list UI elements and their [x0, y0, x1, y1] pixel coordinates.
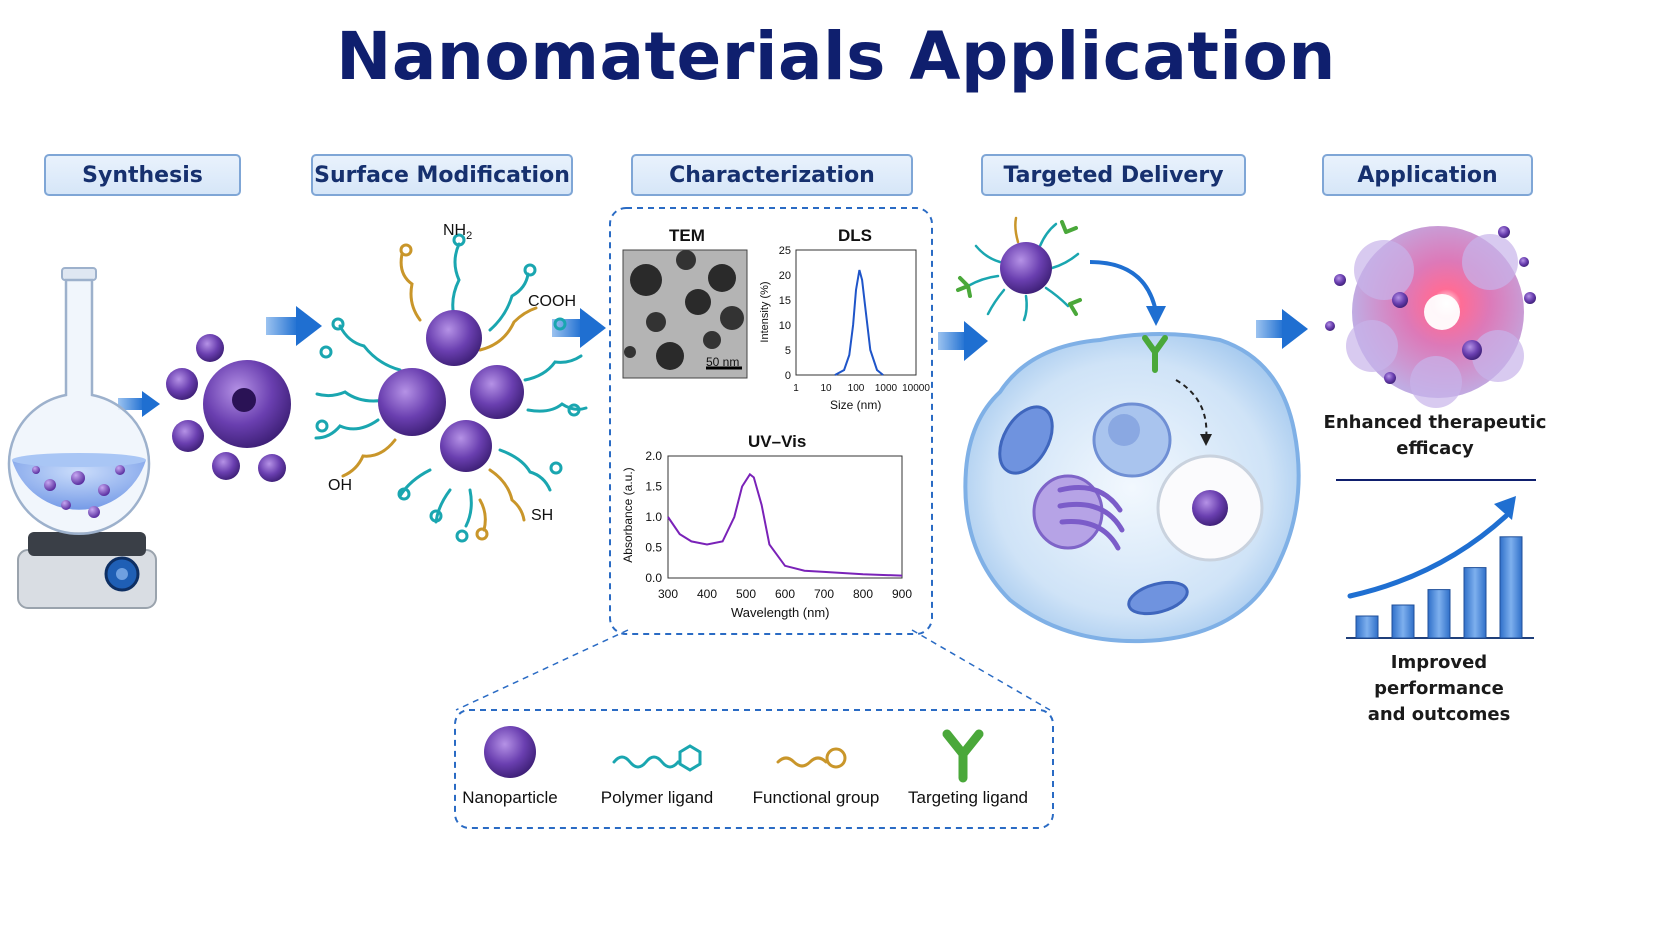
uvvis-ytick-label: 1.5 [645, 480, 662, 494]
uvvis-ytick-label: 2.0 [645, 449, 662, 463]
label-cooh: COOH [528, 293, 576, 310]
performance-line-2: and outcomes [1367, 704, 1511, 725]
uvvis-ytick-label: 0.5 [645, 541, 662, 555]
performance-bar [1355, 615, 1379, 639]
legend-label-functional: Functional group [752, 788, 880, 807]
dls-ytick-label: 15 [779, 295, 791, 307]
stage-characterization: Characterization [631, 154, 913, 196]
performance-bar [1391, 604, 1415, 639]
dls-chart: 0 5 10 15 20 25 1 10 100 1000 10000 [779, 245, 931, 394]
dls-xtick-label: 1000 [875, 383, 898, 394]
efficacy-line-2: efficacy [1396, 438, 1474, 459]
performance-text: Improved performance and outcomes [1324, 650, 1554, 728]
stage-targeted-delivery: Targeted Delivery [981, 154, 1246, 196]
legend-label-polymer: Polymer ligand [600, 788, 714, 807]
performance-line-1: Improved performance [1374, 652, 1504, 699]
dls-xtick-label: 100 [848, 383, 865, 394]
zoom-line-left [455, 629, 629, 711]
performance-bar [1463, 567, 1487, 639]
dls-xtick-label: 10 [820, 383, 832, 394]
flow-arrow-1 [266, 306, 322, 346]
efficacy-line-1: Enhanced therapeutic [1323, 412, 1547, 433]
label-sh: SH [531, 507, 554, 524]
dls-xtick-label: 10000 [902, 383, 930, 394]
dls-xlabel: Size (nm) [830, 398, 882, 412]
dls-ylabel: Intensity (%) [759, 281, 771, 343]
legend-targeting-icon [942, 729, 984, 783]
tem-scale-label: 50 nm [706, 355, 740, 369]
target-cell [963, 332, 1301, 644]
uvvis-xtick-label: 600 [775, 587, 795, 601]
flow-arrow-4 [1256, 309, 1308, 349]
dls-ytick-label: 5 [785, 345, 791, 357]
dls-ytick-label: 20 [779, 270, 791, 282]
uvvis-xtick-label: 400 [697, 587, 717, 601]
uvvis-xtick-label: 300 [658, 587, 678, 601]
dls-ytick-label: 25 [779, 245, 791, 257]
tem-title: TEM [669, 226, 705, 245]
nanoparticle-group [378, 310, 524, 472]
uvvis-xtick-label: 900 [892, 587, 912, 601]
uvvis-ylabel: Absorbance (a.u.) [621, 467, 635, 563]
uvvis-ytick-label: 0.0 [645, 571, 662, 585]
legend-nanoparticle-icon [484, 726, 536, 778]
delivery-nanoparticle [1000, 242, 1052, 294]
functionalized-nanoparticles [314, 233, 588, 543]
flow-arrow-small [118, 391, 160, 417]
label-nh2: NH2 [443, 222, 473, 243]
stage-synthesis: Synthesis [44, 154, 241, 196]
performance-bar [1427, 589, 1451, 639]
trend-arrow [1347, 513, 1509, 599]
characterization-panel [609, 207, 933, 635]
dls-ytick-label: 0 [785, 370, 791, 382]
legend-label-targeting: Targeting ligand [907, 788, 1029, 807]
legend-label-nanoparticle: Nanoparticle [462, 788, 558, 807]
stage-surface-modification: Surface Modification [311, 154, 573, 196]
dls-series-line [834, 269, 884, 376]
delivery-arrow [1089, 260, 1158, 313]
dls-ytick-label: 10 [779, 320, 791, 332]
uvvis-ytick-label: 1.0 [645, 510, 662, 524]
stage-application: Application [1322, 154, 1533, 196]
page-title: Nanomaterials Application [336, 18, 1336, 95]
tem-image [622, 249, 748, 379]
targeted-nanoparticle [956, 216, 1082, 322]
efficacy-text: Enhanced therapeutic efficacy [1320, 410, 1550, 462]
dls-xtick-label: 1 [793, 383, 799, 394]
flask-illustration [7, 267, 157, 609]
uvvis-xtick-label: 700 [814, 587, 834, 601]
tumor-illustration [1325, 226, 1536, 408]
uvvis-series-line [667, 472, 903, 577]
legend-polymer-icon [612, 744, 702, 772]
flow-arrow-3 [938, 321, 988, 361]
nanoparticle-cluster [166, 334, 291, 482]
uvvis-xtick-label: 800 [853, 587, 873, 601]
uvvis-xtick-label: 500 [736, 587, 756, 601]
legend-functional-icon [776, 747, 847, 769]
performance-bar [1499, 536, 1523, 639]
dls-title: DLS [838, 226, 872, 245]
uvvis-xlabel: Wavelength (nm) [731, 605, 830, 620]
flow-arrow-2 [552, 308, 606, 348]
uvvis-title: UV–Vis [748, 432, 807, 451]
zoom-line-right [911, 629, 1051, 711]
label-oh: OH [328, 477, 352, 494]
uvvis-chart: 0.0 0.5 1.0 1.5 2.0 300 400 500 600 700 800 900 [645, 449, 912, 601]
